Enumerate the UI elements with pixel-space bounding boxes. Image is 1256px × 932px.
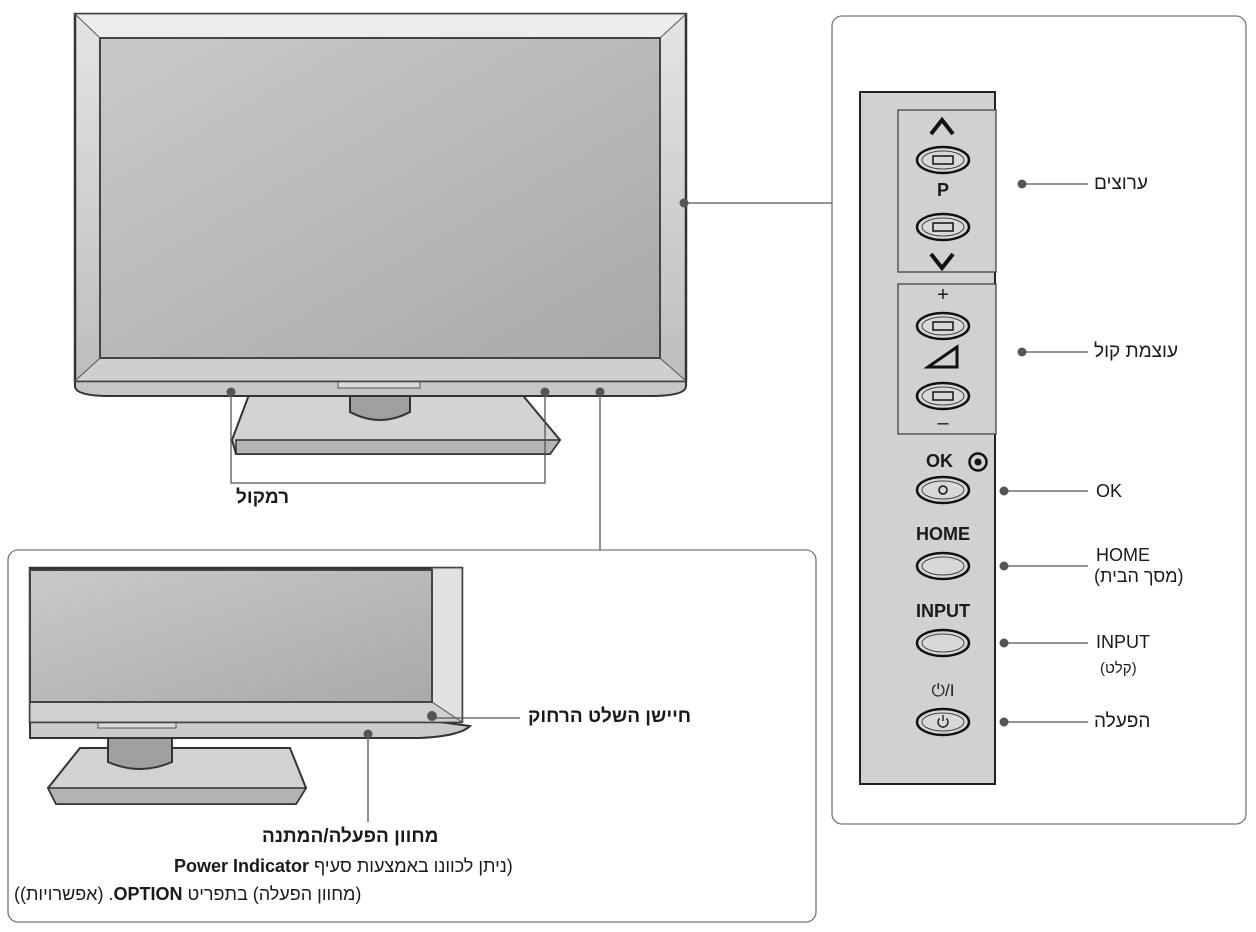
channel-up-arrow-icon xyxy=(929,116,955,136)
home-callout-sublabel: (מסך הבית) xyxy=(1094,566,1184,586)
inset-tv-closeup xyxy=(28,566,473,805)
panel-callout-lines xyxy=(1004,183,1088,723)
volume-plus-label: + xyxy=(937,284,949,306)
home-callout-label: HOME xyxy=(1096,545,1150,565)
channel-up-button[interactable] xyxy=(915,145,971,175)
power-button[interactable] xyxy=(915,707,971,737)
note-line1-bold: Power Indicator xyxy=(174,856,310,876)
power-callout-label: הפעלה xyxy=(1094,711,1151,732)
channel-letter-label: P xyxy=(936,180,949,200)
channels-label: ערוצים xyxy=(1094,173,1148,194)
volume-down-button[interactable] xyxy=(915,381,971,411)
remote-sensor-dot xyxy=(427,711,437,721)
speakers-label: רמקול xyxy=(236,487,290,508)
power-indicator-note-line1: (ניתן לכוונו באמצעות סעיף Power Indicato… xyxy=(174,856,513,877)
note-line1-text: (ניתן לכוונו באמצעות סעיף xyxy=(309,856,513,876)
ok-button[interactable] xyxy=(915,475,971,505)
volume-minus-label: – xyxy=(937,412,949,434)
channel-down-button[interactable] xyxy=(915,212,971,242)
input-button-label: INPUT xyxy=(916,601,970,621)
note-line2-bold: OPTION xyxy=(113,884,183,904)
panel-callout-dots xyxy=(999,179,1027,727)
note-line2-text: (מחוון הפעלה) בתפריט xyxy=(182,884,362,904)
power-indicator-title: מחוון הפעלה/המתנה xyxy=(262,826,439,847)
power-symbol-icon xyxy=(937,715,949,728)
channel-button-group xyxy=(897,109,997,273)
speaker-bracket xyxy=(230,392,546,484)
ok-bullseye-icon xyxy=(968,452,988,472)
remote-sensor-label: חיישן השלט הרחוק xyxy=(528,706,692,727)
power-indicator-note-line2: (מחוון הפעלה) בתפריט OPTION. (אפשרויות)) xyxy=(14,884,361,905)
tv-stand-neck xyxy=(349,389,411,421)
input-callout-label: INPUT xyxy=(1096,632,1150,652)
volume-up-button[interactable] xyxy=(915,311,971,341)
tv-screen xyxy=(99,37,661,359)
tv-front-view xyxy=(73,12,689,455)
input-button[interactable] xyxy=(915,628,971,658)
input-callout-sublabel: (קלט) xyxy=(1100,660,1137,677)
ok-callout-label: OK xyxy=(1096,481,1123,501)
volume-label: עוצמת קול xyxy=(1094,341,1179,362)
channel-down-arrow-icon xyxy=(929,252,955,272)
home-button[interactable] xyxy=(915,551,971,581)
volume-triangle-icon xyxy=(923,344,959,369)
home-button-label: HOME xyxy=(916,524,970,544)
ok-button-label: OK xyxy=(926,451,953,471)
note-line2-end: . (אפשרויות)) xyxy=(14,884,114,904)
power-button-label: ⏻/I xyxy=(931,681,955,700)
